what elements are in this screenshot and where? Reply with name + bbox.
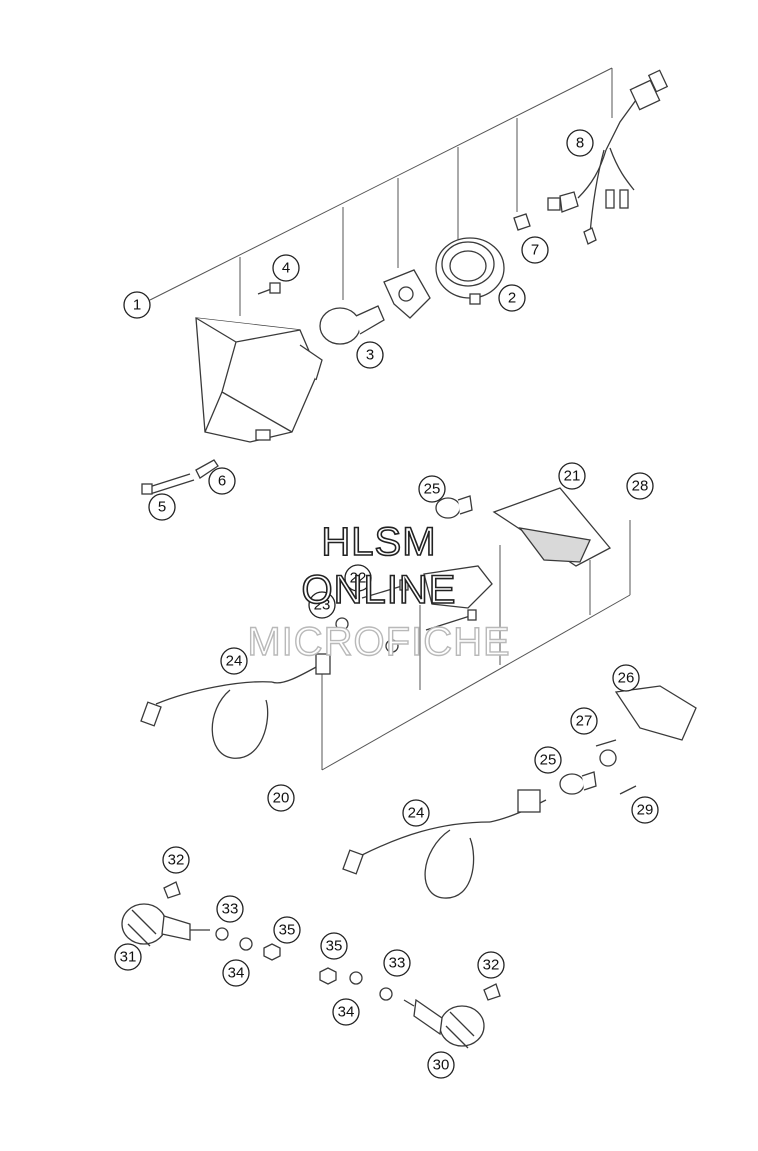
callout-label: 23: [314, 597, 331, 614]
callout-label: 6: [218, 473, 226, 490]
turn-signal-bulbs: [163, 881, 501, 1001]
callout-3: 3: [356, 341, 384, 369]
callout-27: 27: [570, 707, 598, 735]
callout-label: 35: [279, 922, 296, 939]
callout-28: 28: [626, 472, 654, 500]
callout-label: 26: [618, 670, 635, 687]
callout-4: 4: [272, 254, 300, 282]
rubber-boot: [435, 237, 505, 305]
watermark-line-2: ONLINE: [301, 568, 457, 612]
callout-34-left: 34: [222, 959, 250, 987]
tail-light-nuts: [335, 617, 399, 653]
license-plate-lamp: [614, 685, 697, 741]
callout-21: 21: [558, 462, 586, 490]
turn-signal-nuts: [263, 943, 337, 985]
tail-light-bulb: [435, 495, 473, 519]
leader-lines-headlight: [149, 67, 613, 316]
callout-label: 32: [168, 852, 185, 869]
callout-24-upper: 24: [220, 647, 248, 675]
callout-label: 21: [564, 468, 581, 485]
headlight-screw: [257, 282, 281, 295]
callout-32-right: 32: [477, 951, 505, 979]
watermark-line-3: MICROFICHE: [247, 620, 511, 664]
callout-25-lower: 25: [534, 746, 562, 774]
headlight-housing: [195, 317, 323, 443]
callout-label: 27: [576, 713, 593, 730]
callout-label: 25: [540, 752, 557, 769]
callout-label: 25: [424, 481, 441, 498]
callout-label: 3: [366, 347, 374, 364]
callout-label: 29: [637, 802, 654, 819]
tail-light-cable: [140, 653, 331, 759]
turn-signal-lock-washers: [239, 937, 363, 985]
callout-label: 24: [226, 653, 243, 670]
callout-label: 24: [408, 805, 425, 822]
watermark-line-1: HLSM: [321, 520, 437, 564]
bulb: [319, 305, 385, 345]
callout-6: 6: [208, 467, 236, 495]
callout-35-left: 35: [273, 916, 301, 944]
callout-33-right: 33: [383, 949, 411, 977]
turn-signal-left: [121, 903, 210, 947]
callout-label: 34: [228, 965, 245, 982]
callout-label: 33: [222, 901, 239, 918]
callout-label: 2: [508, 290, 516, 307]
parking-bulb: [513, 213, 531, 231]
callout-31: 31: [114, 943, 142, 971]
callout-label: 34: [338, 1004, 355, 1021]
wiring-harness: [547, 69, 669, 245]
callout-33-left: 33: [216, 895, 244, 923]
callout-label: 33: [389, 955, 406, 972]
callout-label: 4: [282, 260, 290, 277]
callout-23: 23: [308, 591, 336, 619]
callout-label: 31: [120, 949, 137, 966]
callout-label: 28: [632, 478, 649, 495]
spacer-sleeve: [195, 459, 219, 479]
callout-7: 7: [521, 236, 549, 264]
callout-label: 30: [433, 1057, 450, 1074]
tail-light-bracket: [423, 565, 493, 609]
plate-lamp-cable: [342, 789, 547, 899]
plate-lamp-screw: [619, 785, 637, 795]
tail-light-lens: [492, 487, 612, 567]
callout-label: 7: [531, 242, 539, 259]
bulb-retainer: [383, 269, 431, 319]
callout-1: 1: [123, 291, 151, 319]
adjusting-screw: [141, 473, 195, 495]
callout-label: 32: [483, 957, 500, 974]
callout-2: 2: [498, 284, 526, 312]
turn-signal-right: [403, 998, 485, 1049]
callout-35-right: 35: [320, 932, 348, 960]
tail-light-screws: [361, 579, 477, 631]
lamp-holder: [595, 739, 617, 767]
callout-label: 5: [158, 499, 166, 516]
turn-signal-washers: [215, 927, 393, 1001]
callout-24-lower: 24: [402, 799, 430, 827]
callout-label: 8: [576, 135, 584, 152]
callout-label: 20: [273, 790, 290, 807]
callout-30: 30: [427, 1051, 455, 1079]
callout-25-upper: 25: [418, 475, 446, 503]
callout-5: 5: [148, 493, 176, 521]
callout-label: 22: [350, 570, 367, 587]
callout-8: 8: [566, 129, 594, 157]
callout-32-left: 32: [162, 846, 190, 874]
plate-lamp-bulb: [559, 771, 597, 795]
callout-20: 20: [267, 784, 295, 812]
callout-label: 35: [326, 938, 343, 955]
callout-22: 22: [344, 564, 372, 592]
callout-label: 1: [133, 297, 141, 314]
callout-29: 29: [631, 796, 659, 824]
callout-34-right: 34: [332, 998, 360, 1026]
callout-26: 26: [612, 664, 640, 692]
